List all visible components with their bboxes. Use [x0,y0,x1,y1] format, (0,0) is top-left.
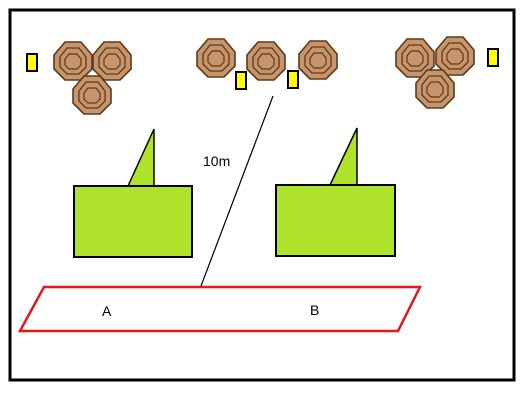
area-b-label: B [310,302,319,318]
barricade-wall [73,185,193,258]
steel-target-icon [298,40,338,80]
shooting-area [17,285,423,333]
distance-line [200,95,274,287]
yellow-marker-icon [26,53,38,72]
steel-target-icon [53,41,93,81]
barricade-wall [275,184,396,257]
yellow-marker-icon [235,71,247,90]
steel-target-icon [92,41,132,81]
steel-target-icon [246,41,286,81]
area-a-label: A [102,303,112,319]
distance-label: 10m [203,153,230,169]
steel-target-icon [196,38,236,78]
steel-target-icon [415,69,455,109]
yellow-marker-icon [287,70,299,89]
yellow-marker-icon [487,48,499,67]
green-barricade-icon [73,128,193,258]
green-barricade-icon [275,127,396,257]
steel-target-icon [72,75,112,115]
